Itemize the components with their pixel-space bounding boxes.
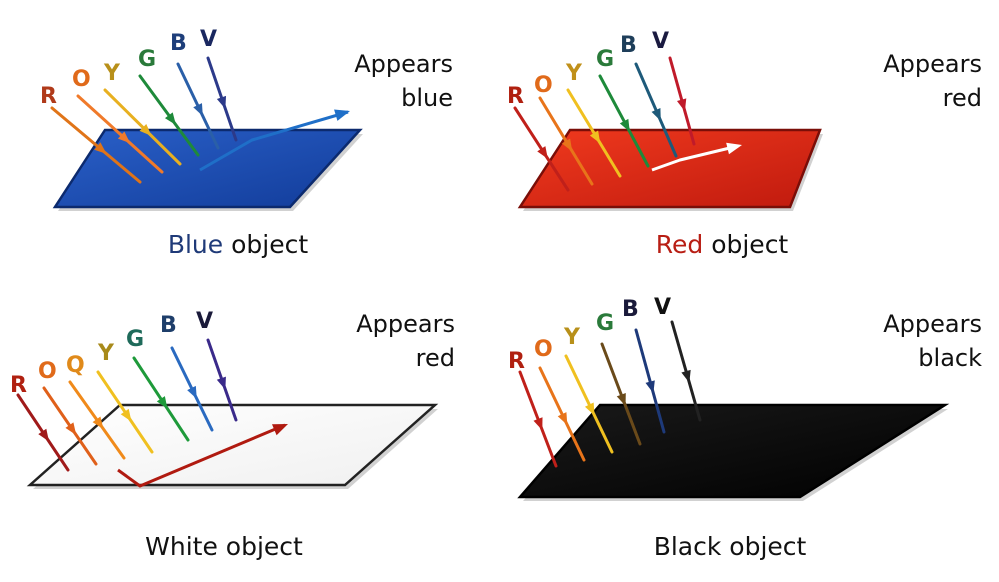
incoming-ray	[76, 94, 164, 174]
incoming-ray	[50, 106, 142, 184]
ray-arrowhead	[681, 369, 691, 383]
ray-arrowhead	[561, 138, 573, 152]
spectrum-letter: R	[508, 349, 525, 374]
appears-label: Appears	[883, 50, 982, 78]
ray-arrowhead	[193, 103, 203, 117]
ray-arrowhead	[645, 380, 655, 394]
ray-arrowhead	[117, 131, 131, 144]
spectrum-letter: R	[507, 84, 524, 109]
incoming-ray	[103, 88, 182, 166]
incoming-ray	[538, 366, 586, 462]
spectrum-letter: Q	[66, 353, 85, 378]
object-caption: White object	[145, 532, 303, 561]
ray-arrowhead	[584, 402, 595, 416]
ray-arrowhead	[156, 396, 168, 409]
spectrum-letter: Y	[563, 325, 581, 350]
ray-arrowhead	[651, 108, 661, 122]
object-surface	[517, 128, 822, 209]
spectrum-letter: Y	[565, 61, 583, 86]
object-surface	[52, 128, 363, 209]
spectrum-letter: B	[160, 313, 177, 338]
appears-color-label: red	[943, 84, 982, 112]
spectrum-letter: V	[200, 27, 217, 52]
spectrum-letter: B	[622, 297, 639, 322]
spectrum-letter: V	[652, 29, 669, 54]
ray-arrowhead	[619, 118, 630, 132]
reflected-arrowhead	[334, 109, 350, 121]
ray-arrowhead	[187, 385, 197, 399]
object-surface	[517, 403, 950, 499]
appears-label: Appears	[354, 50, 453, 78]
spectrum-letter: G	[596, 311, 614, 336]
spectrum-letter: G	[138, 47, 156, 72]
appears-color-label: black	[918, 344, 982, 372]
ray-arrowhead	[216, 376, 226, 390]
ray-arrowhead	[533, 417, 543, 431]
object-caption: Black object	[654, 532, 807, 561]
ray-arrowhead	[92, 416, 104, 430]
object-surface	[26, 403, 439, 487]
reflected-ray	[651, 144, 739, 172]
spectrum-letter: G	[126, 327, 144, 352]
ray-arrowhead	[589, 130, 601, 144]
spectrum-letter: V	[654, 295, 671, 320]
spectrum-letter: O	[38, 359, 57, 384]
spectrum-letter: B	[170, 31, 187, 56]
ray-arrowhead	[38, 428, 49, 442]
incoming-ray	[564, 354, 614, 454]
ray-arrowhead	[164, 112, 176, 125]
incoming-ray	[670, 320, 702, 422]
spectrum-letter: O	[534, 73, 553, 98]
spectrum-letter: R	[10, 373, 27, 398]
spectrum-letter: R	[40, 84, 57, 109]
spectrum-letter: V	[196, 309, 213, 334]
spectrum-letter: B	[620, 33, 637, 58]
reflected-arrowhead	[726, 142, 742, 155]
ray-arrowhead	[557, 412, 568, 426]
appears-label: Appears	[356, 310, 455, 338]
spectrum-letter: O	[534, 337, 553, 362]
ray-arrowhead	[94, 142, 107, 154]
spectrum-letter: G	[596, 47, 614, 72]
incoming-ray	[634, 328, 666, 434]
ray-arrowhead	[676, 98, 687, 112]
ray-arrowhead	[139, 123, 152, 136]
incoming-ray	[598, 74, 650, 168]
appears-label: Appears	[883, 310, 982, 338]
appears-color-label: red	[416, 344, 455, 372]
spectrum-letter: Y	[97, 341, 115, 366]
spectrum-letter: Y	[103, 61, 121, 86]
reflected-arrowhead	[272, 424, 288, 436]
spectrum-letter: O	[72, 67, 91, 92]
ray-arrowhead	[616, 393, 626, 406]
object-caption: Blue object	[168, 230, 309, 259]
appears-color-label: blue	[401, 84, 453, 112]
reflected-ray	[117, 423, 286, 488]
ray-arrowhead	[120, 408, 132, 422]
ray-arrowhead	[216, 95, 227, 109]
incoming-ray	[600, 342, 642, 446]
ray-arrowhead	[65, 422, 77, 436]
reflected-ray	[199, 110, 349, 172]
object-caption: Red object	[656, 230, 789, 259]
incoming-ray	[518, 370, 558, 468]
ray-arrowhead	[537, 146, 548, 159]
